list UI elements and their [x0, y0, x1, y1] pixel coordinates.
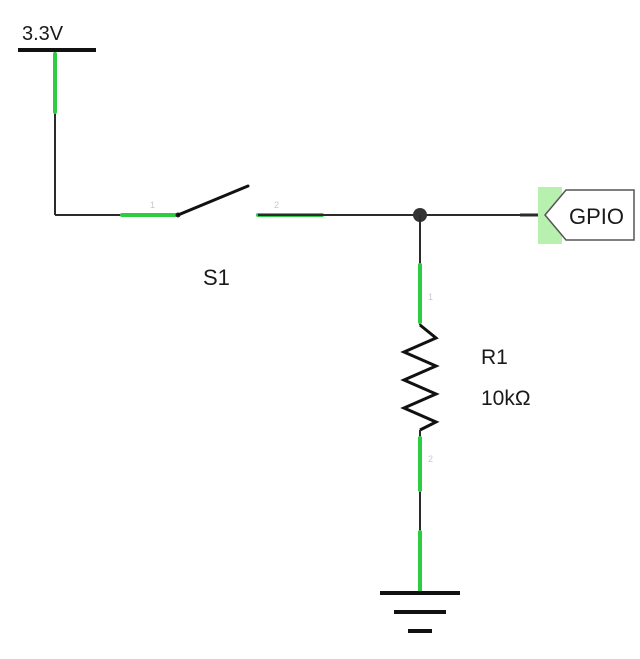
resistor-ref-label: R1: [481, 346, 508, 369]
switch-pin-2-number: 2: [274, 200, 279, 210]
resistor-r1[interactable]: 1 2 R1 10kΩ: [400, 292, 531, 464]
gpio-port[interactable]: GPIO: [538, 187, 635, 244]
resistor-pin-2-number: 2: [428, 454, 433, 464]
switch-pin-1-number: 1: [150, 200, 155, 210]
port-outline: [544, 189, 635, 241]
supply-label: 3.3V: [22, 23, 64, 45]
switch-lever: [176, 184, 250, 217]
resistor-pin-1-number: 1: [428, 292, 433, 302]
switch-ref-label: S1: [203, 265, 230, 290]
gpio-label: GPIO: [569, 204, 624, 229]
ground-icon[interactable]: [380, 591, 460, 633]
supply-symbol[interactable]: 3.3V: [18, 23, 96, 52]
switch-s1[interactable]: 1 2 S1: [120, 184, 324, 290]
resistor-value-label: 10kΩ: [481, 387, 531, 410]
wire-supply-to-switch[interactable]: [53, 52, 178, 216]
resistor-zigzag: [400, 323, 440, 432]
